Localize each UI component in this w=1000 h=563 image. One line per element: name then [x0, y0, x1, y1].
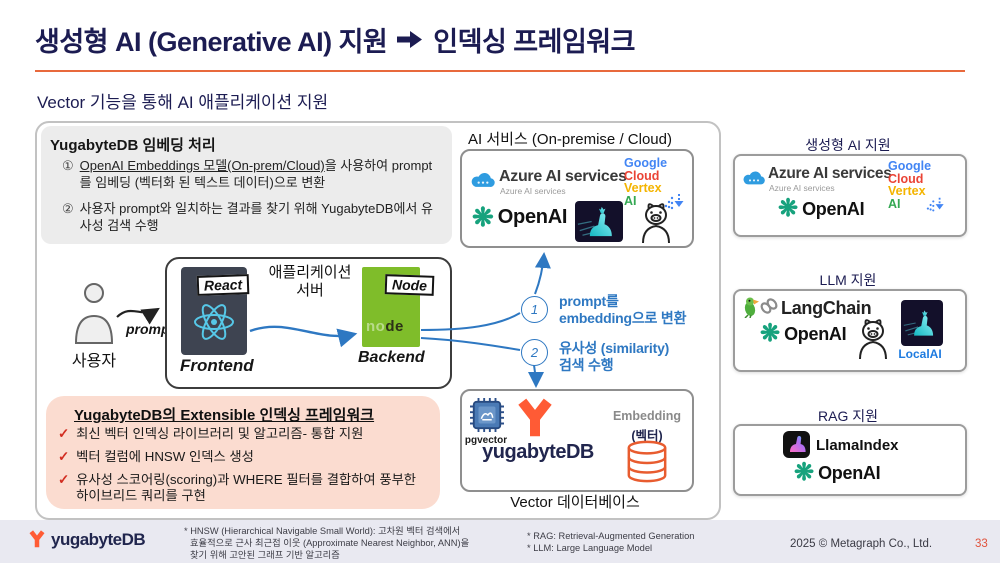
extensible-framework-panel — [46, 396, 440, 509]
check-item: ✓ 유사성 스코어링(scoring)과 WHERE 필터를 결합하여 풍부한 … — [58, 472, 417, 504]
flow-step-2-circle: 2 — [521, 339, 548, 366]
openai-logo-icon: ❋ — [794, 459, 815, 486]
subtitle: Vector 기능을 통해 AI 애플리케이션 지원 — [37, 93, 329, 112]
check-icon: ✓ — [58, 426, 70, 441]
frontend-label: Frontend — [180, 356, 254, 375]
yugabytedb-wordmark: yugabyteDB — [482, 441, 594, 463]
llamaindex-wordmark: LlamaIndex — [816, 437, 899, 454]
vertex-ai-icon — [926, 197, 944, 212]
footer-logo-text: yugabyteDB — [51, 529, 146, 549]
chain-link-icon — [760, 298, 778, 314]
extensible-framework-title: YugabyteDB의 Extensible 인덱싱 프레임워크 — [74, 407, 375, 424]
google-vertex-wordmark: Google Cloud Vertex AI — [888, 159, 932, 211]
react-badge: React — [196, 274, 250, 296]
azure-caption: Azure AI services — [769, 183, 835, 193]
openai-logo-icon: ❋ — [472, 202, 494, 232]
check-item: ✓ 최신 벡터 인덱싱 라이브러리 및 알고리즘- 통합 지원 — [58, 426, 364, 441]
genai-support-label: 생성형 AI 지원 — [805, 137, 891, 153]
yugabyte-y-logo — [29, 530, 45, 548]
page-number: 33 — [975, 538, 988, 550]
yugabytedb-footer-logo: yugabyteDB — [28, 529, 146, 550]
react-atom-icon — [194, 304, 234, 340]
google-vertex-wordmark: Google Cloud Vertex AI — [624, 156, 668, 208]
prompt-label: prompt — [126, 321, 175, 337]
openai-wordmark: OpenAI — [497, 205, 568, 228]
azure-cloud-icon — [471, 172, 495, 187]
openai-row: ❋ OpenAI — [472, 204, 567, 230]
embedding-panel-heading: YugabyteDB 임베딩 처리 — [50, 137, 216, 154]
openai-wordmark: OpenAI — [802, 198, 865, 219]
openai-logo-icon: ❋ — [760, 320, 781, 347]
localai-llama-image — [901, 300, 943, 346]
embedding-step-2: ② 사용자 prompt와 일치하는 결과를 찾기 위해 YugabyteDB에… — [62, 201, 440, 235]
localai-llama-image — [575, 201, 623, 242]
openai-logo-icon: ❋ — [778, 195, 799, 222]
title-left: 생성형 AI (Generative AI) 지원 — [35, 27, 388, 57]
circled-number-2: ② — [62, 201, 74, 216]
pgvector-icon — [470, 398, 504, 432]
llama-doodle-icon — [642, 203, 670, 243]
vector-label: (벡터) — [631, 429, 663, 443]
circled-number-1: ① — [62, 158, 74, 173]
flow-step-2-label: 유사성 (similarity)검색 수행 — [559, 340, 670, 373]
title-divider — [35, 70, 965, 72]
check-item: ✓ 벡터 컬럼에 HNSW 인덱스 생성 — [58, 449, 254, 464]
backend-label: Backend — [358, 349, 425, 366]
title-right: 인덱싱 프레임워크 — [433, 27, 635, 57]
embedding-label: Embedding — [612, 409, 682, 423]
node-badge: Node — [384, 274, 435, 296]
langchain-wordmark: LangChain — [781, 298, 872, 318]
application-server-label: 애플리케이션 서버 — [268, 264, 352, 299]
embedding-step-1: ① OpenAI Embeddings 모델(On-prem/Cloud)을 사… — [62, 158, 440, 192]
nodejs-logo: node — [366, 318, 404, 335]
openai-wordmark: OpenAI — [818, 462, 881, 483]
rag-support-box — [733, 424, 967, 496]
footnote-hnsw: * HNSW (Hierarchical Navigable Small Wor… — [184, 526, 470, 561]
footer-bar — [0, 520, 1000, 563]
azure-name: Azure AI services — [499, 168, 627, 185]
user-icon — [74, 283, 114, 344]
footnote-rag-llm: * RAG: Retrieval-Augmented Generation * … — [527, 531, 695, 554]
yugabyte-y-logo — [518, 398, 552, 437]
openai-row: ❋ OpenAI — [760, 320, 847, 347]
llm-support-label: LLM 지원 — [819, 272, 877, 288]
embedding-process-panel — [41, 126, 452, 244]
database-cylinder-icon — [627, 440, 667, 483]
openai-wordmark: OpenAI — [784, 323, 847, 344]
pgvector-label: pgvector — [464, 435, 508, 446]
genai-support-box — [733, 154, 967, 237]
azure-cloud-icon — [743, 171, 765, 185]
vertex-ai-icon — [664, 194, 684, 210]
vector-database-caption: Vector 데이터베이스 — [510, 494, 640, 511]
copyright: 2025 © Metagraph Co., Ltd. — [790, 538, 933, 550]
arrow-right-icon — [397, 31, 423, 48]
check-icon: ✓ — [58, 449, 70, 464]
localai-label: LocalAI — [898, 347, 942, 361]
azure-caption: Azure AI services — [500, 186, 566, 196]
openai-row: ❋ OpenAI — [778, 195, 865, 222]
check-icon: ✓ — [58, 472, 70, 487]
llama-doodle-icon — [859, 319, 887, 359]
openai-row: ❋ OpenAI — [794, 459, 881, 486]
parrot-icon — [744, 297, 759, 318]
page-title: 생성형 AI (Generative AI) 지원 인덱싱 프레임워크 — [35, 20, 635, 59]
ai-services-label: AI 서비스 (On-premise / Cloud) — [468, 131, 672, 148]
flow-step-1-circle: 1 — [521, 296, 548, 323]
rag-support-label: RAG 지원 — [818, 408, 878, 424]
llamaindex-icon — [783, 431, 810, 458]
embedding-step-1-text: OpenAI Embeddings 모델(On-prem/Cloud)을 사용하… — [79, 158, 433, 190]
embedding-step-2-text: 사용자 prompt와 일치하는 결과를 찾기 위해 YugabyteDB에서 … — [79, 201, 433, 233]
azure-name: Azure AI services — [768, 165, 892, 182]
user-label: 사용자 — [71, 353, 117, 370]
